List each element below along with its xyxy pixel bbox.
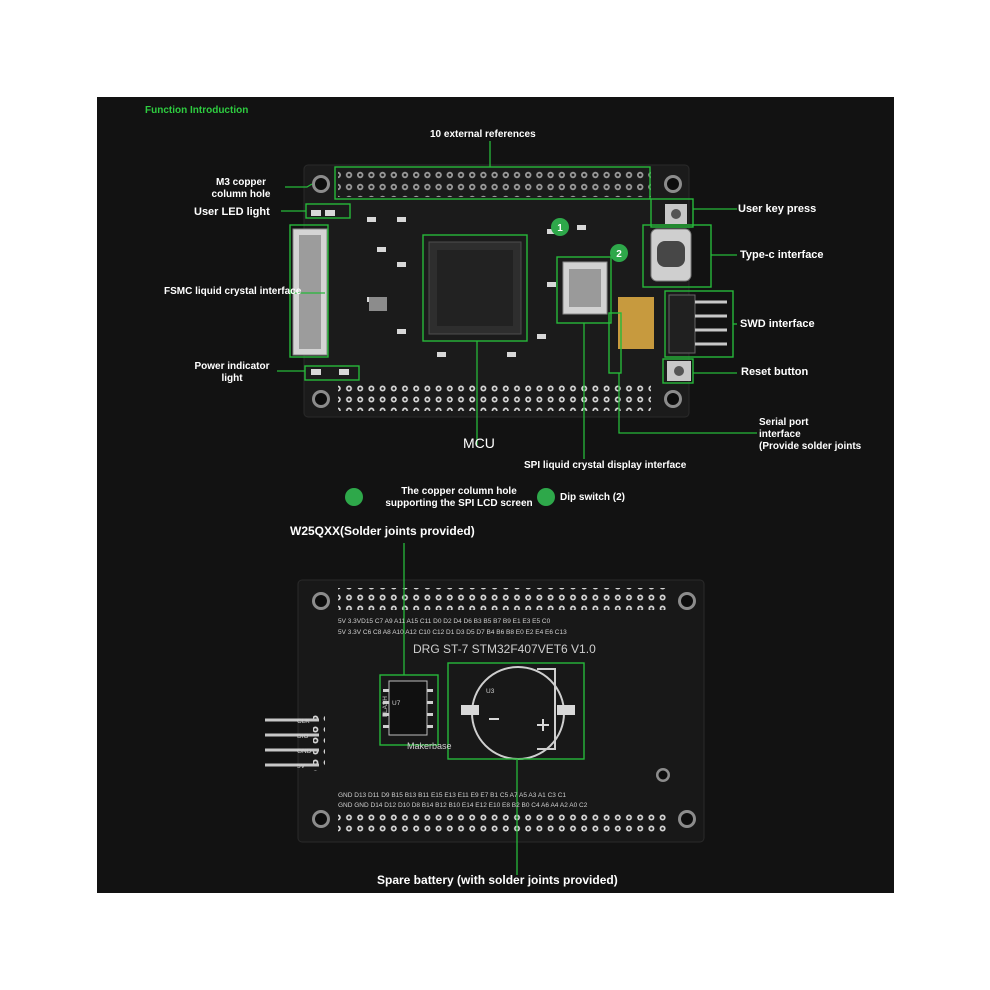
label-ext-refs: 10 external references xyxy=(430,129,536,140)
swd-pins xyxy=(668,294,696,354)
label-power-line1: Power indicator xyxy=(194,361,270,372)
silk-clk: CLK xyxy=(297,718,310,725)
note-1-line2: supporting the SPI LCD screen xyxy=(385,498,533,509)
label-user-key: User key press xyxy=(738,203,817,215)
silk-bottom-row1: GND D13 D11 D9 B15 B13 B11 E15 E13 E11 E… xyxy=(338,792,566,799)
box-fsmc xyxy=(289,224,329,358)
mounting-holes-bottom xyxy=(312,592,696,828)
label-serial-line3: (Provide solder joints xyxy=(759,441,862,452)
mounting-holes-top xyxy=(312,175,682,408)
label-m3-line1: M3 copper xyxy=(215,177,266,188)
box-user-key xyxy=(650,198,694,228)
label-user-led: User LED light xyxy=(194,206,270,218)
dip-switch xyxy=(618,297,654,349)
label-spare-battery: Spare battery (with solder joints provid… xyxy=(377,873,618,887)
label-serial-line1: Serial port xyxy=(759,417,809,428)
label-mcu: MCU xyxy=(463,435,495,451)
silk-bottom-row2: GND GND D14 D12 D10 D8 B14 B12 B10 E14 E… xyxy=(338,802,588,809)
bottom-board xyxy=(297,579,705,843)
box-serial xyxy=(608,312,622,374)
label-power-line2: light xyxy=(221,373,243,384)
silk-top-row2: 5V 3.3V C6 C8 A8 A10 A12 C10 C12 D1 D3 D… xyxy=(338,629,567,636)
bottom-pad-row-top-board xyxy=(338,385,651,411)
label-w25qxx: W25QXX(Solder joints provided) xyxy=(290,524,475,538)
box-flash xyxy=(379,674,439,746)
label-reset: Reset button xyxy=(741,366,809,378)
flash-chip xyxy=(388,680,428,736)
box-power xyxy=(304,365,360,381)
top-header-40pin xyxy=(338,169,651,197)
label-serial-line2: interface xyxy=(759,429,801,440)
silk-brand: Makerbase xyxy=(407,741,452,751)
silk-gnd: GND xyxy=(297,748,312,755)
silk-top-row1: 5V 3.3VD15 C7 A9 A11 A15 C11 D0 D2 D4 D6… xyxy=(338,618,551,625)
label-type-c: Type-c interface xyxy=(740,249,824,261)
label-spi-lcd: SPI liquid crystal display interface xyxy=(524,460,687,471)
box-battery xyxy=(447,662,585,760)
silk-flash: FLASH xyxy=(382,696,389,717)
label-m3-line2: column hole xyxy=(211,189,271,200)
label-fsmc: FSMC liquid crystal interface xyxy=(164,286,302,297)
svg-text:1: 1 xyxy=(557,223,563,234)
note-1-text: The copper column hole supporting the SP… xyxy=(369,486,549,510)
note-2-text: Dip switch (2) xyxy=(560,492,626,503)
board-illustration: 12 xyxy=(265,141,757,875)
box-typec xyxy=(642,224,712,288)
label-power: Power indicator light xyxy=(185,361,279,385)
silk-u7: U7 xyxy=(392,700,401,707)
left-pad-column xyxy=(313,715,325,771)
crystal xyxy=(369,297,387,311)
function-intro-title: Function Introduction xyxy=(145,105,249,116)
box-mcu xyxy=(422,234,528,342)
swd-side-pins xyxy=(265,718,319,767)
label-m3-hole: M3 copper column hole xyxy=(197,177,285,201)
label-swd: SWD interface xyxy=(740,318,815,330)
silk-u3: U3 xyxy=(486,688,495,695)
bottom-bottom-pad-rows xyxy=(338,811,668,833)
note-1-line1: The copper column hole xyxy=(401,486,517,497)
bottom-top-pad-rows xyxy=(338,588,668,610)
silk-model: DRG ST-7 STM32F407VET6 V1.0 xyxy=(413,642,596,656)
box-reset xyxy=(662,358,694,384)
svg-text:2: 2 xyxy=(616,249,622,260)
label-serial: Serial port interface (Provide solder jo… xyxy=(759,417,861,453)
silk-dio: DIO xyxy=(297,733,309,740)
silk-5v: 5V xyxy=(297,763,306,770)
box-ext-refs xyxy=(334,166,651,200)
